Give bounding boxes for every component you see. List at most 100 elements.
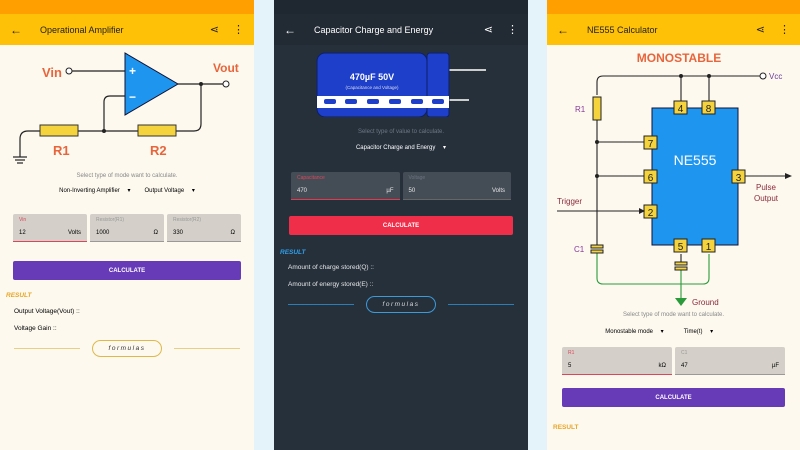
result-charge: Amount of charge stored(Q) ::	[288, 264, 374, 271]
output-label: Output	[754, 194, 779, 203]
result-gain: Voltage Gain ::	[14, 325, 57, 332]
vin-field[interactable]: Vin 12 Volts	[13, 214, 87, 242]
vin-label: Vin	[42, 65, 62, 80]
back-arrow-icon[interactable]: ←	[557, 22, 569, 37]
field-unit: Ω	[153, 230, 159, 236]
ne555-screen: ← NE555 Calculator ⋖ ⋮ MONOSTABLE NE555 …	[547, 0, 800, 450]
share-icon[interactable]: ⋖	[483, 24, 493, 36]
r2-resistor	[137, 124, 177, 137]
more-vert-icon[interactable]: ⋮	[233, 24, 244, 36]
result-heading: RESULT	[6, 292, 32, 299]
pin-8: 8	[706, 104, 712, 115]
vout-label: Vout	[213, 61, 239, 75]
trigger-label: Trigger	[557, 197, 582, 206]
field-label: Capacitance	[297, 175, 325, 181]
status-bar	[274, 0, 528, 14]
opamp-screen: ← Operational Amplifier ⋖ ⋮ + − Vin Vout…	[0, 0, 254, 450]
capacitor-screen: ← Capacitor Charge and Energy ⋖ ⋮ 470µF …	[274, 0, 528, 450]
pin-2: 2	[648, 208, 654, 219]
field-value[interactable]: 47	[681, 363, 688, 369]
field-value[interactable]: 330	[173, 230, 184, 236]
field-unit: Volts	[67, 230, 81, 236]
share-icon[interactable]: ⋖	[755, 24, 765, 36]
field-value[interactable]: 50	[408, 188, 416, 194]
calculate-button[interactable]: CALCULATE	[13, 261, 241, 280]
toolbar: ← Capacitor Charge and Energy ⋖ ⋮	[274, 14, 528, 45]
ne555-chip	[651, 107, 739, 246]
more-vert-icon[interactable]: ⋮	[507, 24, 518, 36]
page-title: Operational Amplifier	[40, 24, 124, 35]
page-title: NE555 Calculator	[587, 24, 658, 35]
r1-resistor	[39, 124, 79, 137]
c1-label: C1	[574, 245, 585, 254]
ne555-diagram: MONOSTABLE NE555 4 8 7 6 2 3 5 1 Vcc R1 …	[557, 51, 792, 307]
formulas-button[interactable]: formulas	[92, 340, 162, 357]
field-label: Resistor(R1)	[96, 217, 125, 223]
target-select[interactable]: Time(t)	[684, 328, 742, 335]
field-label: C1	[681, 350, 688, 356]
mode-select[interactable]: Non-Inverting Amplifier	[59, 187, 130, 194]
back-arrow-icon[interactable]: ←	[10, 22, 22, 37]
field-unit: kΩ	[658, 363, 667, 369]
monostable-heading: MONOSTABLE	[637, 51, 721, 65]
vcc-label: Vcc	[769, 72, 782, 81]
calculate-button[interactable]: CALCULATE	[289, 216, 513, 235]
field-unit: µF	[771, 363, 779, 369]
capacitor-diagram: 470µF 50V (Capacitance and Voltage)	[316, 52, 486, 117]
formulas-button[interactable]: formulas	[366, 296, 436, 313]
r2-label: R2	[150, 143, 167, 158]
pin-3: 3	[736, 173, 742, 184]
status-bar	[547, 0, 800, 14]
field-label: Voltage	[408, 175, 426, 181]
pulse-label: Pulse	[756, 183, 777, 192]
pin-1: 1	[706, 242, 712, 253]
result-heading: RESULT	[553, 424, 579, 431]
pin-7: 7	[648, 139, 654, 150]
r1-field[interactable]: R1 5 kΩ	[562, 347, 672, 375]
result-vout: Output Voltage(Vout) ::	[14, 308, 80, 315]
mode-select[interactable]: Monostable mode	[605, 328, 663, 335]
mode-hint: Select type of mode want to calculate.	[76, 173, 178, 179]
field-unit: µF	[386, 188, 394, 194]
toolbar: ← NE555 Calculator ⋖ ⋮	[547, 14, 800, 45]
ground-label: Ground	[692, 298, 719, 307]
result-heading: RESULT	[280, 249, 306, 256]
pin-4: 4	[678, 104, 684, 115]
field-value[interactable]: 5	[568, 363, 572, 369]
status-bar	[0, 0, 254, 14]
opamp-triangle	[124, 52, 179, 116]
r1-field[interactable]: Resistor(R1) 1000 Ω	[90, 214, 164, 242]
page-title: Capacitor Charge and Energy	[314, 24, 434, 35]
capacitor-rating: 470µF 50V	[350, 72, 394, 82]
field-label: Resistor(R2)	[173, 217, 202, 223]
mode-select[interactable]: Capacitor Charge and Energy	[356, 144, 446, 151]
value-hint: Select type of value to calculate.	[357, 129, 445, 135]
calculate-button[interactable]: CALCULATE	[562, 388, 785, 407]
pin-5: 5	[678, 242, 684, 253]
back-arrow-icon[interactable]: ←	[284, 22, 296, 37]
minus-label: −	[129, 90, 136, 104]
field-value[interactable]: 470	[297, 188, 308, 194]
capacitance-field[interactable]: Capacitance 470 µF	[291, 172, 400, 200]
field-value[interactable]: 1000	[96, 230, 110, 236]
r1-label: R1	[53, 143, 70, 158]
c1-field[interactable]: C1 47 µF	[675, 347, 785, 375]
field-label: R1	[568, 350, 575, 356]
opamp-diagram: + − Vin Vout R1 R2	[13, 52, 239, 164]
r1-label: R1	[575, 105, 586, 114]
mode-hint: Select type of mode want to calculate.	[622, 312, 725, 318]
pin-6: 6	[648, 173, 654, 184]
capacitor-sub: (Capacitance and Voltage)	[345, 85, 399, 90]
target-select[interactable]: Output Voltage	[145, 187, 195, 194]
field-label: Vin	[19, 217, 27, 223]
voltage-field[interactable]: Voltage 50 Volts	[402, 172, 511, 200]
result-energy: Amount of energy stored(E) ::	[288, 281, 374, 288]
r2-field[interactable]: Resistor(R2) 330 Ω	[167, 214, 241, 242]
chip-label: NE555	[674, 152, 717, 168]
share-icon[interactable]: ⋖	[209, 24, 219, 36]
field-unit: Volts	[491, 188, 505, 194]
more-vert-icon[interactable]: ⋮	[779, 24, 790, 36]
plus-label: +	[129, 64, 136, 78]
field-value[interactable]: 12	[19, 230, 26, 236]
field-unit: Ω	[230, 230, 236, 236]
